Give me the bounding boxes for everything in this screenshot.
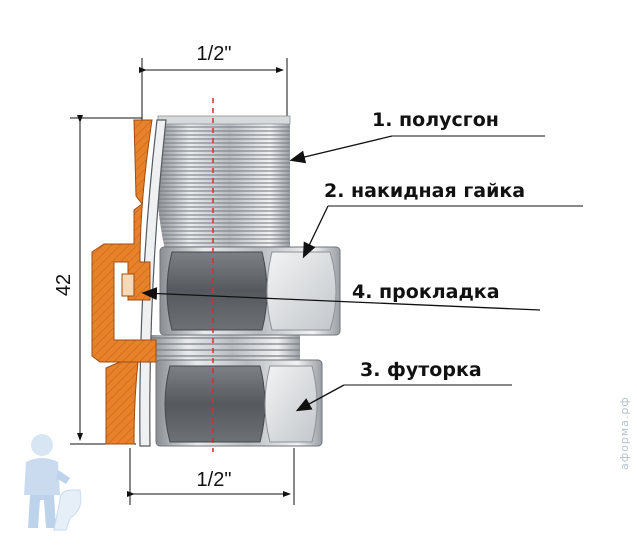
plumber-logo: [24, 434, 82, 531]
top-width-label: 1/2": [197, 43, 232, 65]
top-dimension: 1/2": [139, 43, 288, 122]
leader-line-2: [302, 205, 329, 259]
cross-section: [91, 119, 157, 445]
adapter-bushing: [155, 359, 323, 447]
bottom-dimension: 1/2": [127, 448, 295, 505]
leader-lines: [141, 135, 583, 412]
part-labels: 1. полусгон 2. накидная гайка 4. проклад…: [324, 109, 525, 381]
threaded-pipe: [150, 115, 300, 362]
watermark-text: аформа.рф: [618, 396, 631, 470]
height-label: 42: [53, 274, 75, 296]
label-union-nut: 2. накидная гайка: [324, 180, 525, 202]
label-bushing: 3. футорка: [360, 359, 482, 381]
leader-line-4: [141, 287, 541, 311]
inner-wall-curve: [139, 119, 167, 447]
label-gasket: 4. прокладка: [352, 281, 500, 303]
label-polusgon: 1. полусгон: [372, 109, 499, 131]
leader-line-3: [295, 384, 345, 412]
leader-line-1: [289, 135, 393, 164]
height-dimension: 42: [53, 115, 142, 445]
bottom-width-label: 1/2": [197, 469, 232, 491]
union-nut: [159, 246, 341, 336]
gasket: [121, 273, 135, 297]
